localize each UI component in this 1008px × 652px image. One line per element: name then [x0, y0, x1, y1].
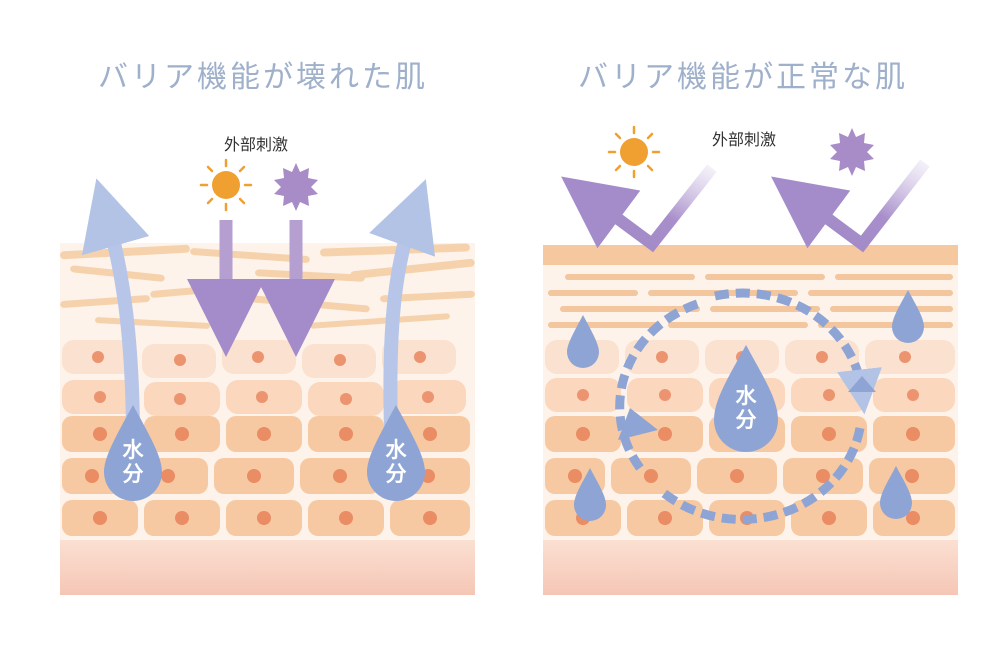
- dermis-layer: [543, 540, 958, 595]
- arrow-icon: [615, 288, 882, 524]
- external-stimulus-label-damaged: 外部刺激: [224, 135, 289, 154]
- water-drop-icon: [567, 290, 924, 521]
- moisture-label-center: 水分: [735, 384, 757, 432]
- external-stimulus-label-healthy: 外部刺激: [712, 130, 777, 149]
- dermis-layer: [60, 540, 475, 595]
- arrow-icon: [81, 178, 436, 437]
- moisture-label-right: 水分: [385, 438, 407, 486]
- irritant-icon: [274, 163, 318, 211]
- sun-icon: [607, 125, 661, 179]
- arrow-icon: [618, 376, 876, 440]
- epidermis-cells-upper-damaged: [62, 340, 466, 416]
- arrow-icon: [187, 220, 335, 357]
- irritant-icon: [830, 128, 874, 176]
- arrow-icon: [561, 159, 930, 253]
- sun-icon: [199, 158, 253, 212]
- water-drop-icon: [104, 405, 425, 501]
- panel-title-healthy-barrier: バリア機能が正常な肌: [578, 60, 908, 95]
- stratum-corneum-top: [543, 245, 958, 265]
- stratum-corneum-healthy: [548, 274, 953, 328]
- moisture-label-left: 水分: [122, 438, 144, 486]
- panel-title-damaged-barrier: バリア機能が壊れた肌: [98, 60, 428, 95]
